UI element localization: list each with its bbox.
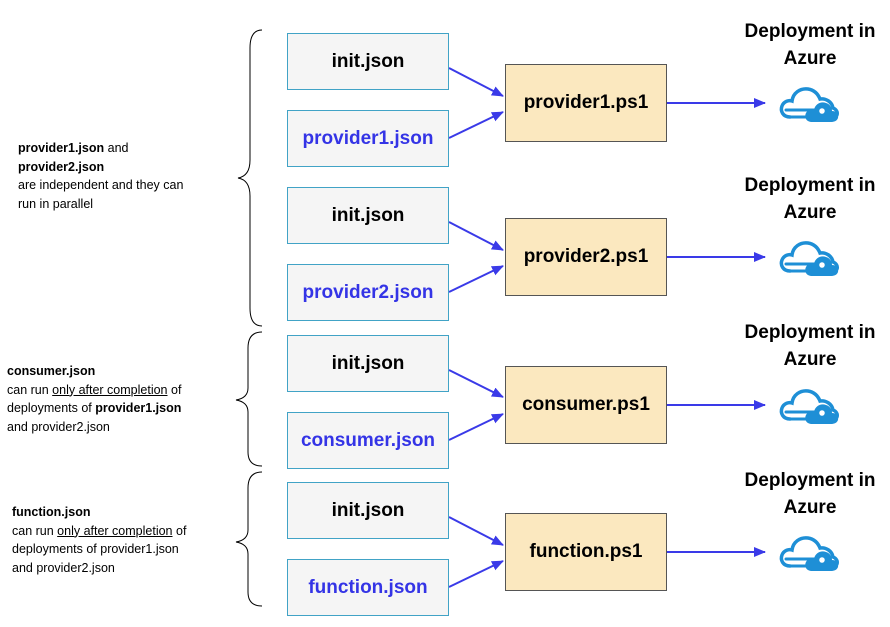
note-text: can run: [12, 523, 58, 538]
azure-cloud-icon: [778, 238, 840, 278]
note-text: run in parallel: [18, 196, 94, 211]
arrow-init-to-provider2: [448, 221, 504, 251]
note-text: of: [167, 382, 182, 397]
brace-group-function: [235, 471, 263, 607]
init-json-label: init.json: [331, 50, 405, 72]
arrow-provider1json-to-provider1: [448, 111, 504, 139]
consumer-json-label: consumer.json: [300, 429, 436, 451]
arrow-init-to-function: [448, 516, 504, 546]
arrow-init-to-provider1: [448, 67, 504, 97]
provider1-script-box: provider1.ps1: [505, 64, 667, 142]
arrow-init-to-consumer: [448, 369, 504, 398]
note-text: and provider2.json: [12, 560, 115, 575]
azure-cloud-icon: [778, 533, 840, 573]
provider2-script-label: provider2.ps1: [523, 246, 649, 267]
function-script-box: function.ps1: [505, 513, 667, 591]
note-providers: provider1.json and provider2.json are inde…: [18, 139, 183, 213]
note-function: function.json can run only after completi…: [12, 503, 186, 577]
function-json-box: function.json: [287, 559, 449, 616]
note-text: and: [104, 141, 129, 155]
init-json-box: init.json: [287, 482, 449, 539]
consumer-script-box: consumer.ps1: [505, 366, 667, 444]
function-script-label: function.ps1: [529, 541, 643, 562]
brace-group-consumer: [235, 331, 263, 467]
note-text: and provider2.json: [7, 419, 110, 434]
deployment-title-provider1: Deployment in Azure: [744, 21, 876, 69]
brace-group-providers: [237, 29, 263, 327]
note-text: consumer.json: [7, 364, 96, 378]
azure-cloud-icon: [778, 386, 840, 426]
arrow-provider2json-to-provider2: [448, 265, 504, 293]
provider1-script-label: provider1.ps1: [523, 92, 649, 113]
init-json-box: init.json: [287, 187, 449, 244]
azure-cloud-icon: [778, 84, 840, 124]
note-text: deployments of provider1.json: [12, 542, 179, 556]
deployment-title-consumer: Deployment in Azure: [744, 322, 876, 370]
init-json-label: init.json: [331, 352, 405, 374]
deployment-title-provider2: Deployment in Azure: [744, 175, 876, 223]
note-text: provider1.json: [95, 401, 182, 415]
note-text: provider2.json: [18, 159, 105, 174]
consumer-script-label: consumer.ps1: [522, 394, 650, 415]
note-text: can run: [7, 382, 53, 397]
function-json-label: function.json: [308, 576, 428, 598]
init-json-label: init.json: [331, 204, 405, 226]
deployment-title-function: Deployment in Azure: [744, 470, 876, 518]
note-text: deployments of: [7, 401, 96, 415]
arrow-functionjson-to-function: [448, 560, 504, 588]
provider2-json-label: provider2.json: [302, 281, 434, 303]
provider1-json-box: provider1.json: [287, 110, 449, 167]
note-text: provider1.json: [18, 141, 105, 155]
note-text: only after completion: [57, 523, 173, 538]
init-json-box: init.json: [287, 33, 449, 90]
note-text: are independent and they can: [18, 178, 184, 192]
provider1-json-label: provider1.json: [302, 127, 434, 149]
note-text: only after completion: [52, 382, 168, 397]
consumer-json-box: consumer.json: [287, 412, 449, 469]
provider2-json-box: provider2.json: [287, 264, 449, 321]
init-json-label: init.json: [331, 499, 405, 521]
note-consumer: consumer.json can run only after completi…: [7, 362, 181, 436]
init-json-box: init.json: [287, 335, 449, 392]
arrow-consumerjson-to-consumer: [448, 413, 504, 441]
provider2-script-box: provider2.ps1: [505, 218, 667, 296]
note-text: function.json: [12, 505, 91, 519]
note-text: of: [172, 523, 187, 538]
